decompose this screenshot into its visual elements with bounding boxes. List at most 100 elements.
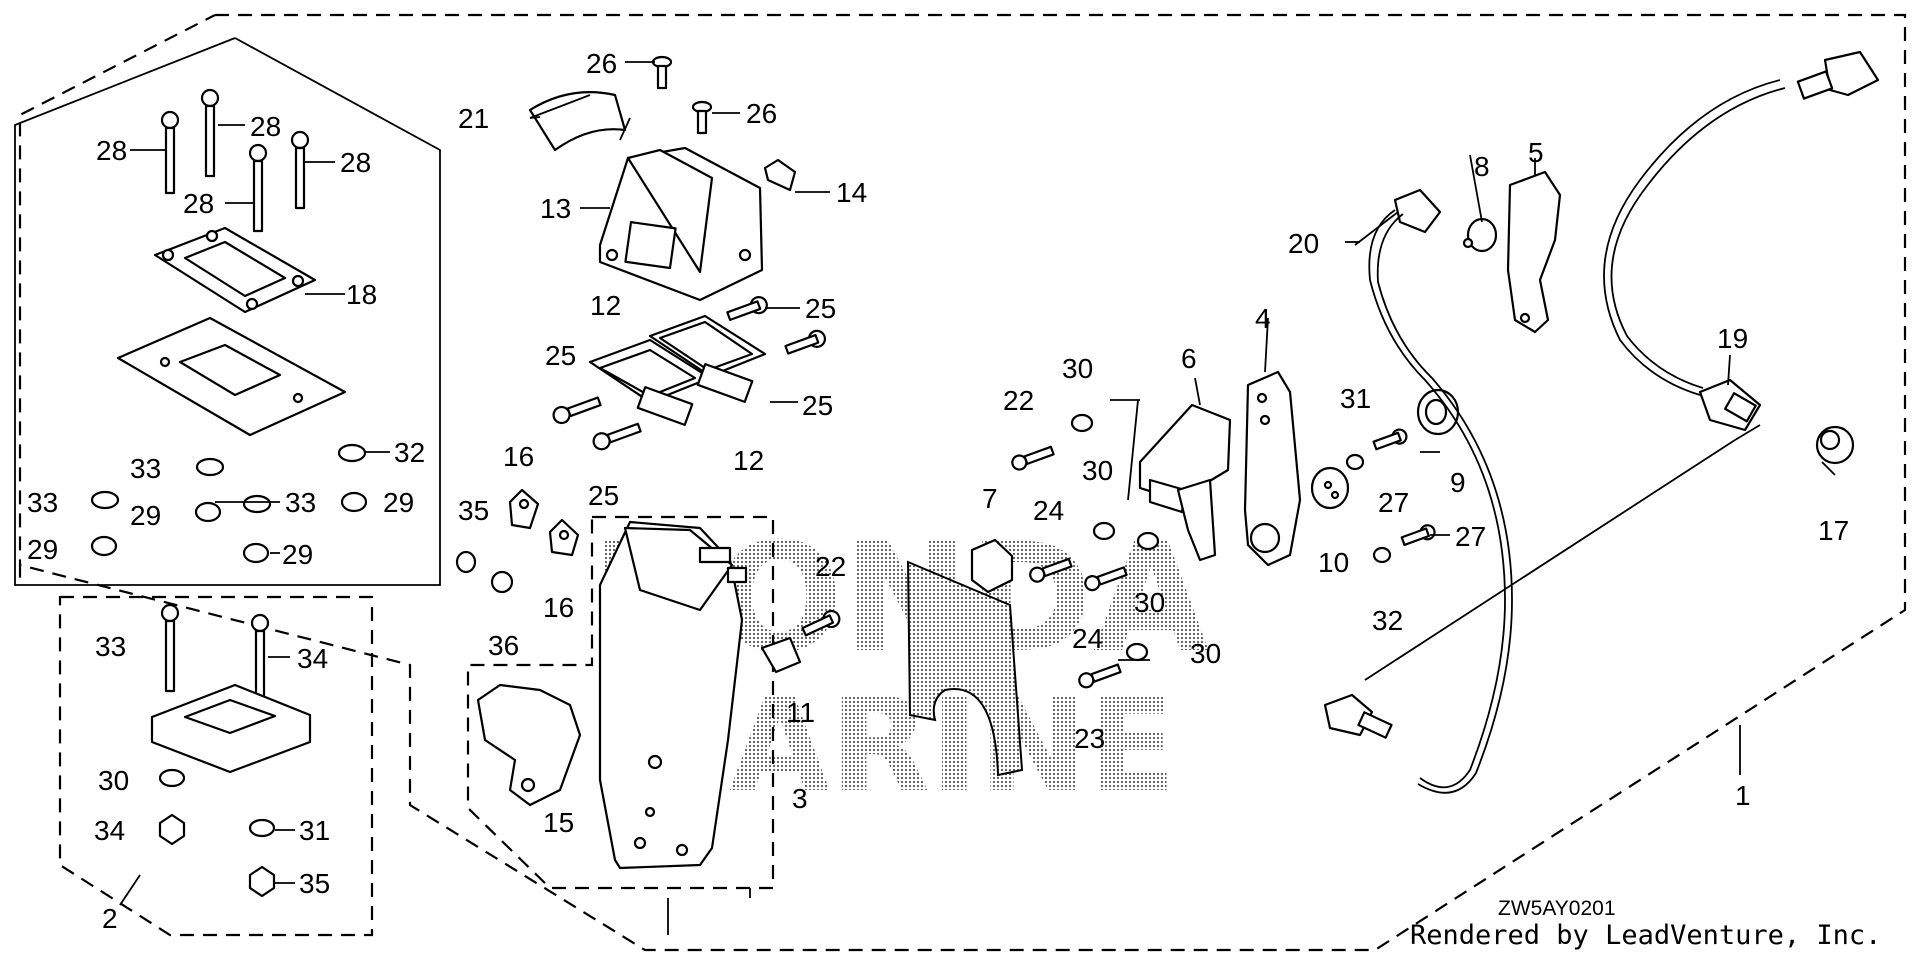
screw-28-c — [248, 143, 268, 233]
callout-35-b: 35 — [299, 868, 330, 899]
harness-connector-bottom — [1323, 693, 1393, 739]
callout-6: 6 — [1181, 343, 1197, 374]
nut-35-b — [248, 865, 276, 898]
clip-16-b — [548, 518, 580, 557]
callout-2: 2 — [102, 903, 118, 934]
callout-11: 11 — [786, 697, 815, 728]
callout-5: 5 — [1528, 137, 1544, 168]
callout-31-b: 31 — [299, 815, 330, 846]
callout-25-a: 25 — [805, 293, 836, 324]
clip-21 — [528, 91, 627, 152]
callout-36-b: 36 — [488, 630, 519, 661]
screws-25 — [552, 296, 827, 451]
callout-34-a: 33 — [95, 631, 126, 662]
callout-24-a: 24 — [1033, 495, 1064, 526]
callout-22-a: 22 — [1003, 385, 1034, 416]
washer-33-c — [242, 494, 272, 514]
callout-labels: 1 2 3 4 5 6 7 8 9 10 11 12 12 13 14 15 1… — [27, 48, 1849, 934]
callout-33-a: 32 — [394, 437, 425, 468]
nut-29-d — [340, 491, 368, 513]
callout-leaders — [130, 61, 1450, 884]
arm-bracket — [1176, 478, 1217, 562]
callout-20: 20 — [1288, 228, 1319, 259]
gasket-18 — [153, 226, 345, 314]
diagram-code: ZW5AY0201 — [1498, 897, 1616, 920]
group-outline-upper-left — [14, 37, 441, 586]
brackets-12 — [588, 314, 767, 426]
callout-9: 9 — [1450, 467, 1466, 498]
nut-29-b — [90, 535, 118, 557]
callout-25-b: 25 — [545, 340, 576, 371]
knob-7 — [970, 538, 1014, 594]
callout-12-a: 12 — [590, 290, 621, 321]
screws-28 — [160, 88, 310, 233]
callout-26-b: 26 — [746, 98, 777, 129]
callout-30-a: 30 — [1062, 353, 1093, 384]
callout-28-b: 28 — [250, 111, 281, 142]
plug-17 — [1815, 425, 1855, 465]
grommet-36-a — [455, 550, 477, 574]
callout-27-a: 27 — [1378, 487, 1409, 518]
screw-27-a — [1372, 428, 1408, 451]
callout-29-a: 29 — [130, 500, 161, 531]
callout-34-b: 34 — [297, 643, 328, 674]
lever-arm-4 — [1243, 370, 1302, 567]
callout-17: 17 — [1818, 515, 1849, 546]
nut-35-a — [158, 813, 186, 846]
knob-8 — [1462, 217, 1498, 253]
washer-31-a — [158, 768, 186, 788]
callout-32-b: 32 — [1372, 605, 1403, 636]
callout-29-b: 29 — [383, 487, 414, 518]
callout-35-a: 34 — [94, 815, 125, 846]
grommet-36-b — [490, 570, 514, 594]
control-housing-3 — [598, 520, 748, 870]
callout-31-a: 30 — [98, 765, 129, 796]
clamp-11 — [760, 636, 802, 674]
bushing-9 — [1416, 388, 1460, 436]
callout-23: 23 — [1074, 723, 1105, 754]
callout-24-b: 24 — [1072, 623, 1103, 654]
callout-3: 3 — [792, 783, 808, 814]
callout-19: 19 — [1717, 323, 1748, 354]
gasket-plate — [116, 316, 347, 437]
washer-32-a — [1345, 453, 1365, 471]
credit-line: Rendered by LeadVenture, Inc. — [1410, 920, 1882, 951]
group-2-parts — [150, 603, 312, 898]
screw-28-a — [160, 110, 180, 195]
bolt-22-left — [801, 609, 841, 637]
nut-29-a — [194, 501, 222, 523]
callout-29-c: 29 — [27, 534, 58, 565]
callout-33-c: 33 — [27, 487, 58, 518]
group-outline-2 — [58, 595, 374, 937]
callout-22-b: 22 — [815, 551, 846, 582]
screw-28-d — [290, 130, 310, 210]
disc-10 — [1310, 466, 1350, 510]
washer-33-b — [90, 490, 120, 510]
screw-26-a — [651, 55, 673, 90]
callout-10: 10 — [1318, 547, 1349, 578]
callout-28-d: 28 — [340, 147, 371, 178]
assembly-outline-1 — [18, 13, 1907, 952]
handle-grip-5 — [1506, 170, 1562, 334]
callout-36-a: 35 — [458, 495, 489, 526]
gasket-dotted — [906, 560, 1024, 777]
nut-29-c — [242, 542, 270, 564]
callout-25-d: 25 — [588, 480, 619, 511]
washer-32-b — [1372, 546, 1392, 564]
callout-13: 13 — [540, 193, 571, 224]
callout-30-d: 30 — [1190, 638, 1221, 669]
callout-33-b: 33 — [130, 453, 161, 484]
callout-28-a: 28 — [96, 135, 127, 166]
callout-18: 18 — [346, 279, 377, 310]
washer-33-d — [337, 443, 367, 463]
screw-28-b — [200, 88, 220, 178]
leader-lines — [119, 94, 1836, 935]
washers-30 — [1070, 413, 1160, 662]
washer-33-a — [195, 457, 225, 477]
callout-16-b: 16 — [543, 592, 574, 623]
callout-27-b: 27 — [1455, 521, 1486, 552]
bracket-14 — [763, 158, 797, 192]
callout-7: 7 — [982, 483, 998, 514]
washer-31-b — [248, 818, 276, 838]
